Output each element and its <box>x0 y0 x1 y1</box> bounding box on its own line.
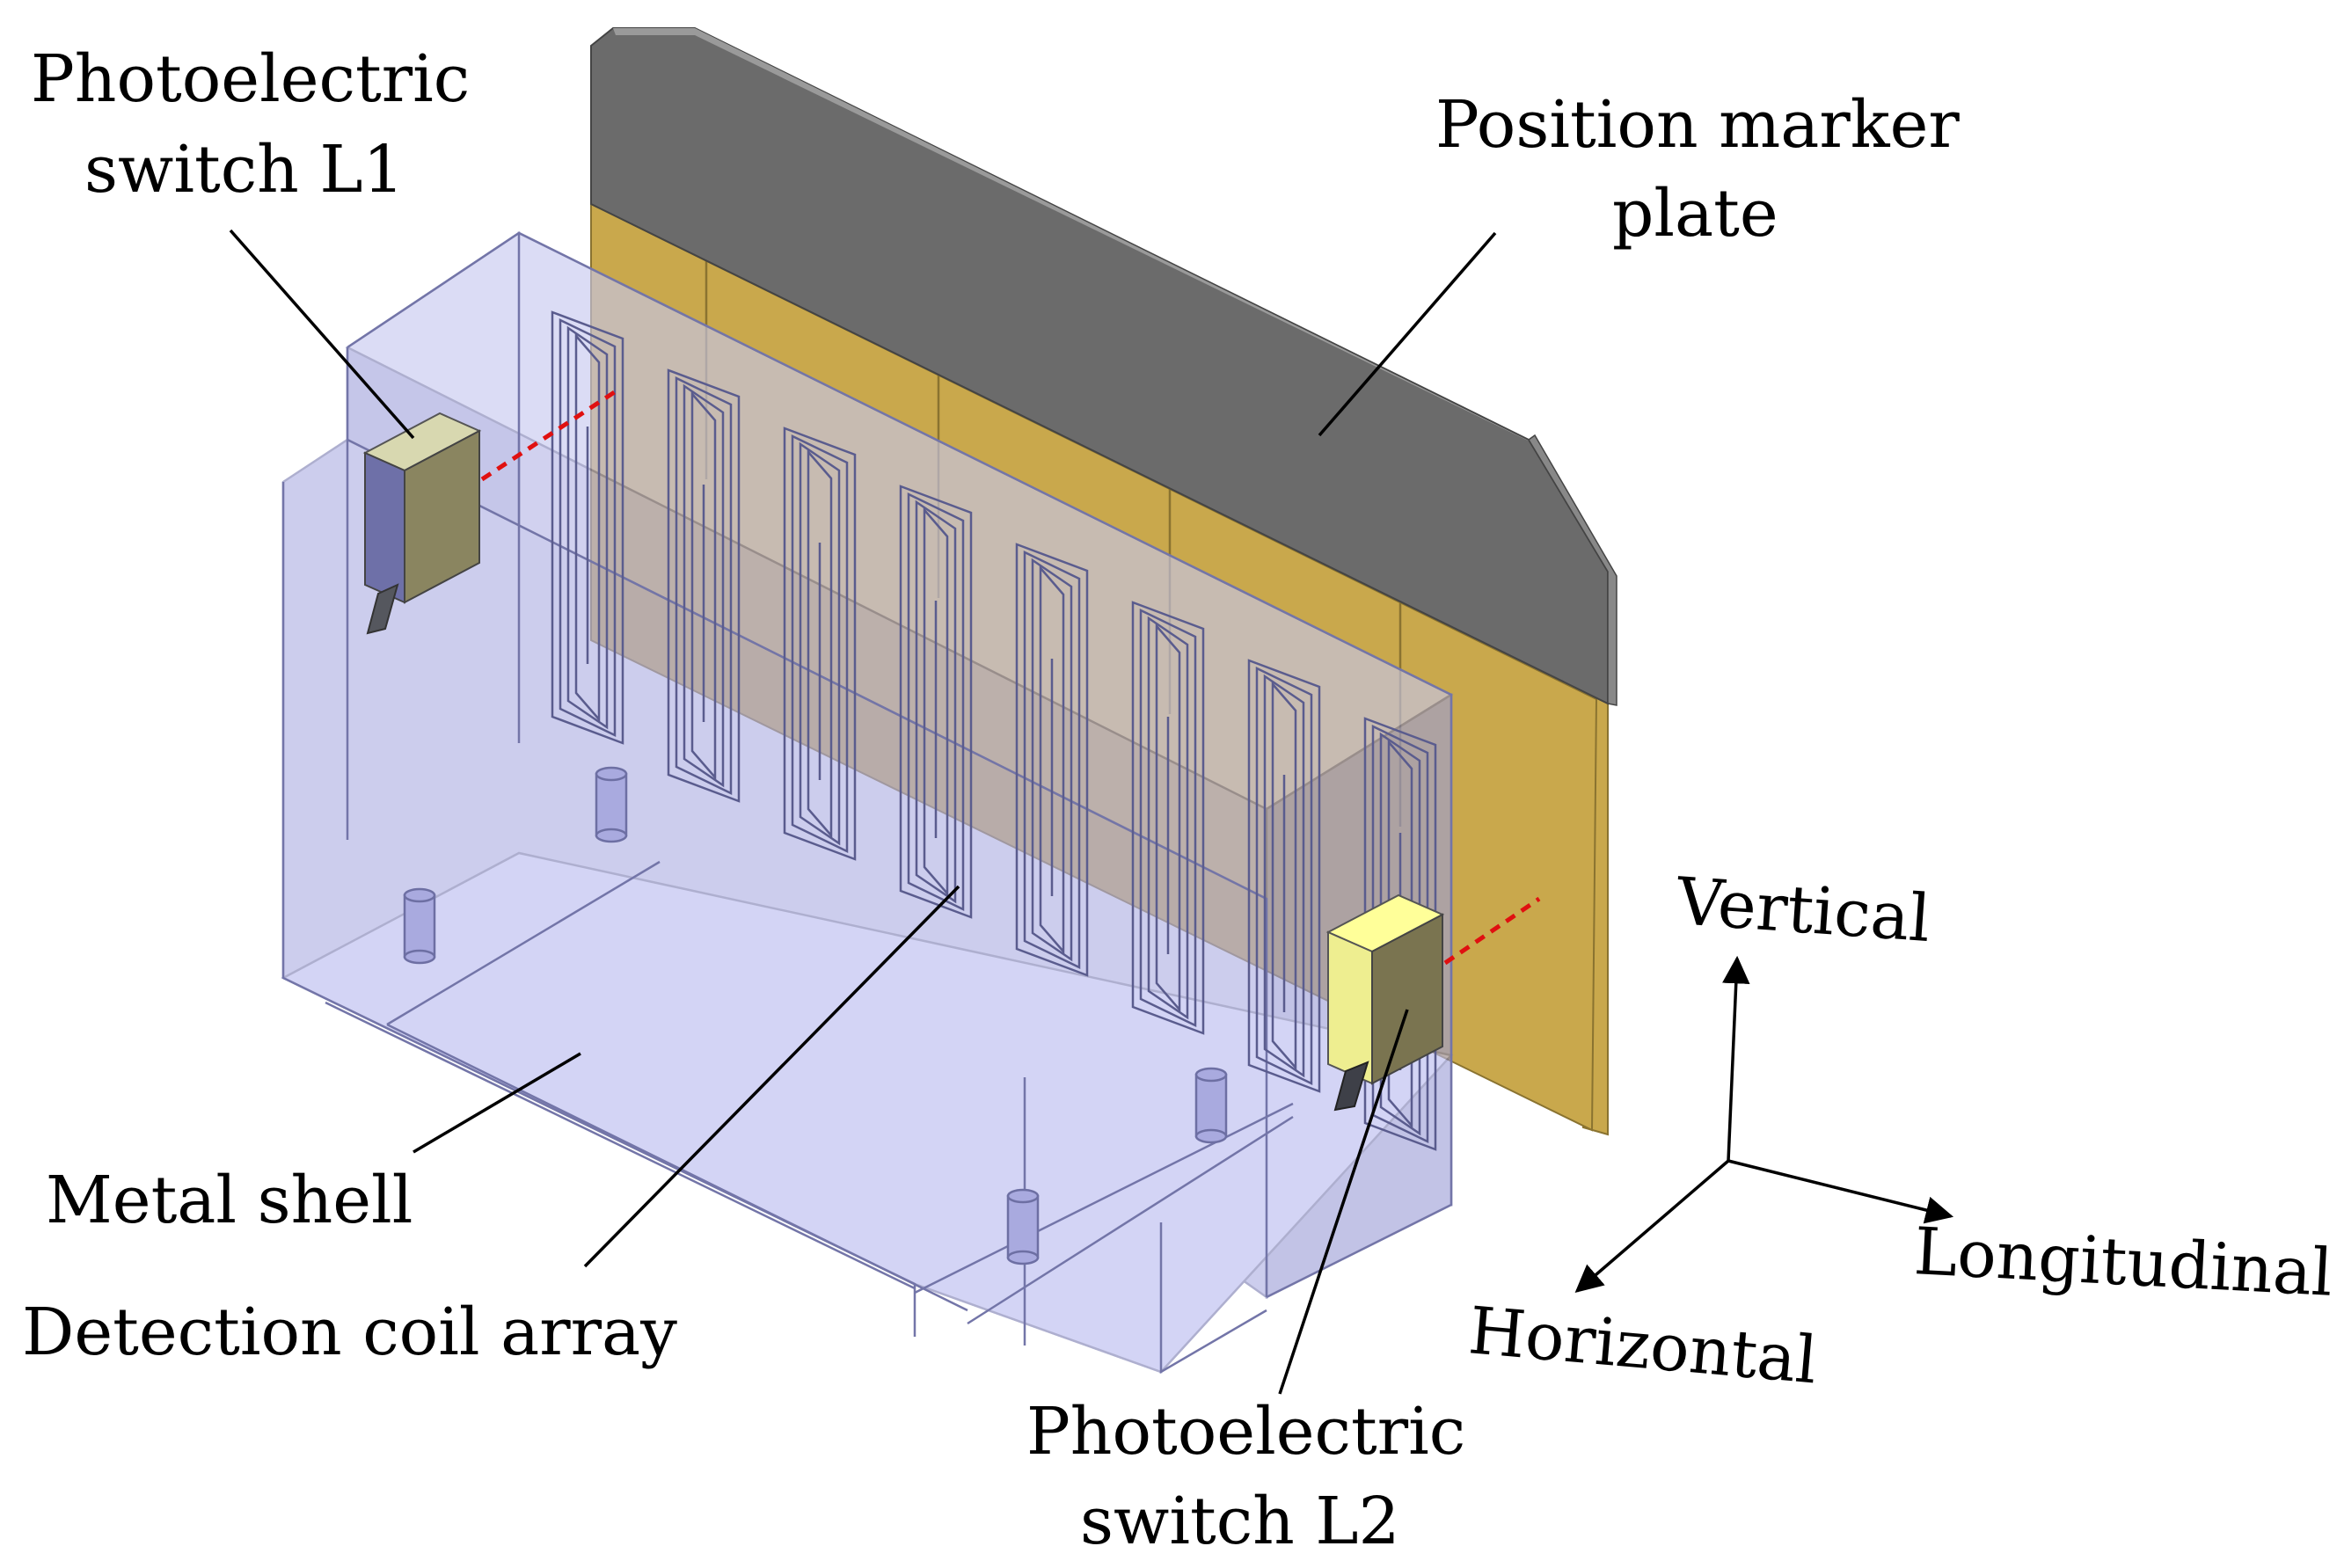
beam-l2 <box>1443 896 1541 966</box>
coordinate-axes <box>1574 955 1954 1294</box>
leader-coil-array <box>583 885 960 1268</box>
photoelectric-switch-l1 <box>362 412 482 635</box>
label-coil-array: Detection coil array <box>22 1295 677 1370</box>
label-axis-longitudinal: Longitudinal <box>1912 1214 2334 1311</box>
label-marker-plate-line2: plate <box>1612 176 1778 252</box>
detection-coil <box>551 310 624 745</box>
detection-coil <box>667 368 741 803</box>
label-photo-l1-line1: Photoelectric <box>31 41 470 117</box>
label-marker-plate-line1: Position marker <box>1435 87 1960 163</box>
leader-lines <box>229 229 1497 1395</box>
detection-coil <box>783 427 857 861</box>
label-metal-shell: Metal shell <box>46 1163 413 1238</box>
axis-vertical-arrow <box>1722 955 1750 1162</box>
leader-l1 <box>229 229 415 440</box>
axis-longitudinal-arrow <box>1727 1159 1954 1224</box>
label-photo-l1-line2: switch L1 <box>84 132 405 208</box>
detection-coil <box>1247 659 1321 1093</box>
label-axis-horizontal: Horizontal <box>1465 1293 1820 1398</box>
marker-right-edge <box>1528 434 1617 706</box>
leader-marker-plate <box>1318 231 1497 437</box>
mounting-pins <box>403 766 1228 1265</box>
detection-coil <box>899 485 973 919</box>
leader-l2 <box>1278 1009 1409 1395</box>
detection-coil-array <box>551 310 1437 1151</box>
label-axis-vertical: Vertical <box>1674 864 1933 957</box>
leader-metal-shell <box>413 1052 581 1154</box>
label-photo-l2-line2: switch L2 <box>1080 1484 1400 1559</box>
axis-horizontal-arrow <box>1574 1159 1730 1294</box>
label-photo-l2-line1: Photoelectric <box>1026 1394 1465 1470</box>
detection-coil <box>1015 543 1089 977</box>
detection-coil <box>1131 601 1205 1035</box>
beam-l1 <box>480 389 617 482</box>
photoelectric-switch-l2 <box>1325 893 1445 1112</box>
